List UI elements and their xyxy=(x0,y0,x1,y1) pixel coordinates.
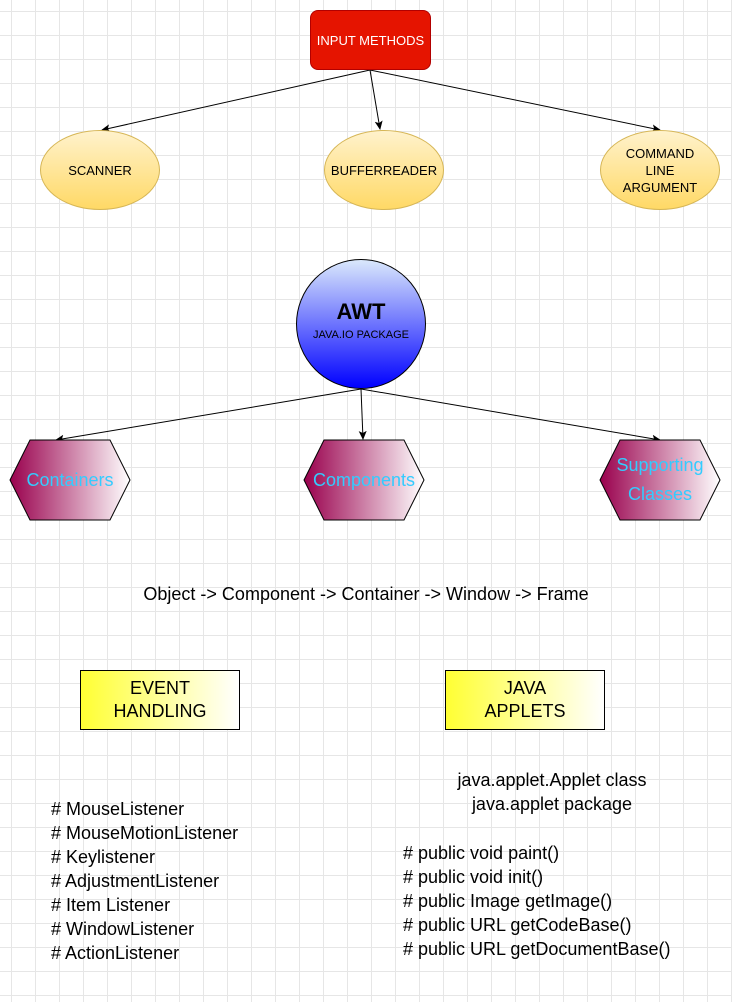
hexagon-supporting-classes xyxy=(599,439,721,521)
awt-node: AWT JAVA.IO PACKAGE xyxy=(296,259,426,389)
edge-input-commandline xyxy=(369,69,661,133)
command-line-argument-label: COMMAND LINE ARGUMENT xyxy=(622,145,698,195)
supporting-classes-label: Supporting Classes xyxy=(616,455,704,504)
java-applets-title: JAVA APPLETS xyxy=(484,678,566,721)
listener-item: # Item Listener xyxy=(51,895,171,915)
applet-method-item: # public void init() xyxy=(403,867,544,887)
applet-info: java.applet.Applet class java.applet pac… xyxy=(412,768,692,816)
bufferreader-label: BUFFERREADER xyxy=(330,162,438,178)
listener-list: # MouseListener # MouseMotionListener # … xyxy=(51,797,238,965)
scanner-node: SCANNER xyxy=(40,130,160,210)
edge-awt-containers xyxy=(55,388,362,443)
awt-title: AWT xyxy=(336,299,386,324)
listener-item: # MouseMotionListener xyxy=(51,823,239,843)
listener-item: # MouseListener xyxy=(51,799,185,819)
listener-item: # WindowListener xyxy=(51,919,195,939)
containers-label: Containers xyxy=(26,469,114,490)
edge-input-bufferreader xyxy=(369,69,383,130)
hexagon-components xyxy=(303,439,425,521)
applet-method-item: # public URL getCodeBase() xyxy=(403,915,632,935)
listener-item: # AdjustmentListener xyxy=(51,871,220,891)
hexagon-containers xyxy=(9,439,131,521)
listener-item: # Keylistener xyxy=(51,847,156,867)
applet-method-list: # public void paint() # public void init… xyxy=(403,841,670,961)
event-handling-title: EVENT HANDLING xyxy=(113,678,207,721)
components-label: Components xyxy=(312,469,416,490)
input-methods-label: INPUT METHODS xyxy=(316,32,425,48)
input-methods-node: INPUT METHODS xyxy=(310,10,431,70)
command-line-argument-node: COMMAND LINE ARGUMENT xyxy=(600,130,720,210)
class-hierarchy-text: Object -> Component -> Container -> Wind… xyxy=(143,584,589,604)
awt-subtitle: JAVA.IO PACKAGE xyxy=(313,329,409,341)
bufferreader-node: BUFFERREADER xyxy=(324,130,444,210)
event-handling-box: EVENT HANDLING xyxy=(80,670,240,730)
applet-method-item: # public Image getImage() xyxy=(403,891,613,911)
applet-info-line: java.applet.Applet class xyxy=(457,770,647,790)
scanner-label: SCANNER xyxy=(68,162,132,178)
edge-awt-supporting xyxy=(360,388,661,443)
edge-awt-components xyxy=(358,388,367,440)
applet-info-line: java.applet package xyxy=(471,794,633,814)
java-applets-box: JAVA APPLETS xyxy=(445,670,605,730)
applet-method-item: # public void paint() xyxy=(403,843,560,863)
applet-method-item: # public URL getDocumentBase() xyxy=(403,939,671,959)
edge-input-scanner xyxy=(101,69,371,133)
listener-item: # ActionListener xyxy=(51,943,180,963)
